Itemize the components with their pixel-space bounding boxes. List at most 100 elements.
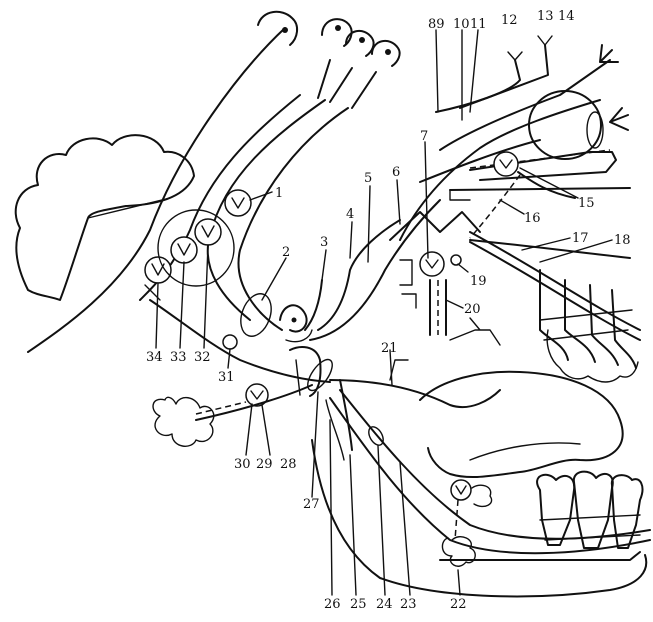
label-24: 24 [376, 597, 393, 612]
label-27: 27 [303, 497, 320, 512]
nerve-30-link [195, 384, 313, 421]
mandibular-line-23 [329, 397, 651, 555]
gland-22 [441, 536, 476, 567]
label-21: 21 [381, 341, 398, 356]
label-12: 12 [501, 13, 518, 28]
gland-small [471, 484, 493, 508]
branch-10-11 [439, 59, 611, 151]
lower-teeth [536, 470, 644, 549]
palate-step [449, 189, 471, 201]
roof-zigzag [389, 211, 481, 241]
label-13: 13 [537, 9, 554, 24]
line-16 [469, 174, 521, 239]
pons-loop [279, 304, 308, 333]
node-31 [222, 334, 238, 350]
ciliary-ganglion-15 [493, 151, 519, 177]
upper-teeth [539, 269, 639, 383]
label-5: 5 [364, 171, 372, 186]
tract-outer [27, 27, 286, 353]
label-29: 29 [256, 457, 273, 472]
label-2: 2 [282, 245, 290, 260]
nucleus-ring-33 [170, 236, 198, 264]
label-11: 11 [470, 17, 487, 32]
tongue-inner [469, 442, 581, 461]
branch-12-tips [507, 35, 553, 61]
ophthalmic-branch [399, 99, 601, 241]
label-3: 3 [320, 235, 328, 250]
label-34: 34 [146, 350, 163, 365]
pons-loop-inner [285, 329, 313, 343]
branch-12 [435, 59, 521, 113]
orbital-line [419, 139, 541, 183]
palate-upper [449, 187, 631, 191]
label-4: 4 [346, 207, 354, 222]
bracket-right [401, 293, 417, 309]
nucleus-ring-1 [224, 189, 252, 217]
label-18: 18 [614, 233, 631, 248]
nucleus-ring-32 [194, 218, 222, 246]
bracket-left [399, 259, 413, 286]
tract-down-2 [329, 67, 353, 103]
tract-mid-1 [206, 99, 326, 321]
nerve-29-dashed [195, 401, 247, 415]
label-33: 33 [170, 350, 187, 365]
line-89 [435, 29, 439, 113]
cortex-inner-edge [87, 197, 171, 219]
large-nucleus-circle [157, 209, 235, 287]
node-24 [368, 426, 384, 446]
gland-29-outline [152, 396, 215, 447]
nerve-21-branch [389, 359, 409, 381]
jaw-outline [311, 439, 648, 598]
ganglion-2 [240, 293, 272, 337]
branch-14-right [609, 107, 629, 131]
nerve-26 [325, 399, 345, 461]
nerve-4 [317, 219, 401, 331]
label-28: 28 [280, 457, 297, 472]
nerve-5 [309, 199, 441, 341]
branch-13 [459, 44, 549, 109]
nerve-22-dashed [454, 499, 459, 541]
top-cell-1 [257, 10, 298, 46]
label-89: 89 [428, 17, 445, 32]
label-14: 14 [558, 9, 575, 24]
geniculate-27 [307, 358, 333, 392]
brainstem-lower [149, 299, 331, 383]
jaw-edge [439, 551, 641, 561]
nucleus-ring-34 [144, 256, 172, 284]
nerve-3 [304, 279, 323, 331]
label-30: 30 [234, 457, 251, 472]
tongue [419, 370, 624, 479]
tract-down-3 [351, 71, 377, 109]
alveolar-18 [469, 231, 641, 331]
cornea [586, 111, 604, 149]
otic-ganglion-30 [245, 383, 269, 407]
label-1: 1 [275, 186, 283, 201]
upper-branch-fan [449, 317, 501, 346]
nerve-25 [339, 379, 353, 451]
eyeball [528, 90, 602, 160]
tract-mid-2 [237, 107, 349, 331]
label-23: 23 [400, 597, 417, 612]
cortex-outline [14, 134, 195, 301]
facial-nerve-28 [289, 346, 322, 397]
label-20: 20 [464, 302, 481, 317]
leader-lines [155, 29, 613, 596]
nasal-process [469, 151, 617, 181]
top-cell-4 [371, 39, 401, 67]
label-31: 31 [218, 370, 235, 385]
tract-down-1 [317, 59, 331, 99]
label-16: 16 [524, 211, 541, 226]
label-25: 25 [350, 597, 367, 612]
top-cell-3 [345, 29, 375, 57]
tract-inner [139, 94, 301, 301]
branch-14-top [599, 44, 619, 63]
top-cell-2 [321, 18, 353, 47]
submandibular-ganglion [450, 479, 472, 501]
label-19: 19 [470, 274, 487, 289]
label-32: 32 [194, 350, 211, 365]
label-15: 15 [578, 196, 595, 211]
label-17: 17 [572, 231, 589, 246]
label-22: 22 [450, 597, 467, 612]
pterygopalatine-ganglion [419, 251, 445, 277]
